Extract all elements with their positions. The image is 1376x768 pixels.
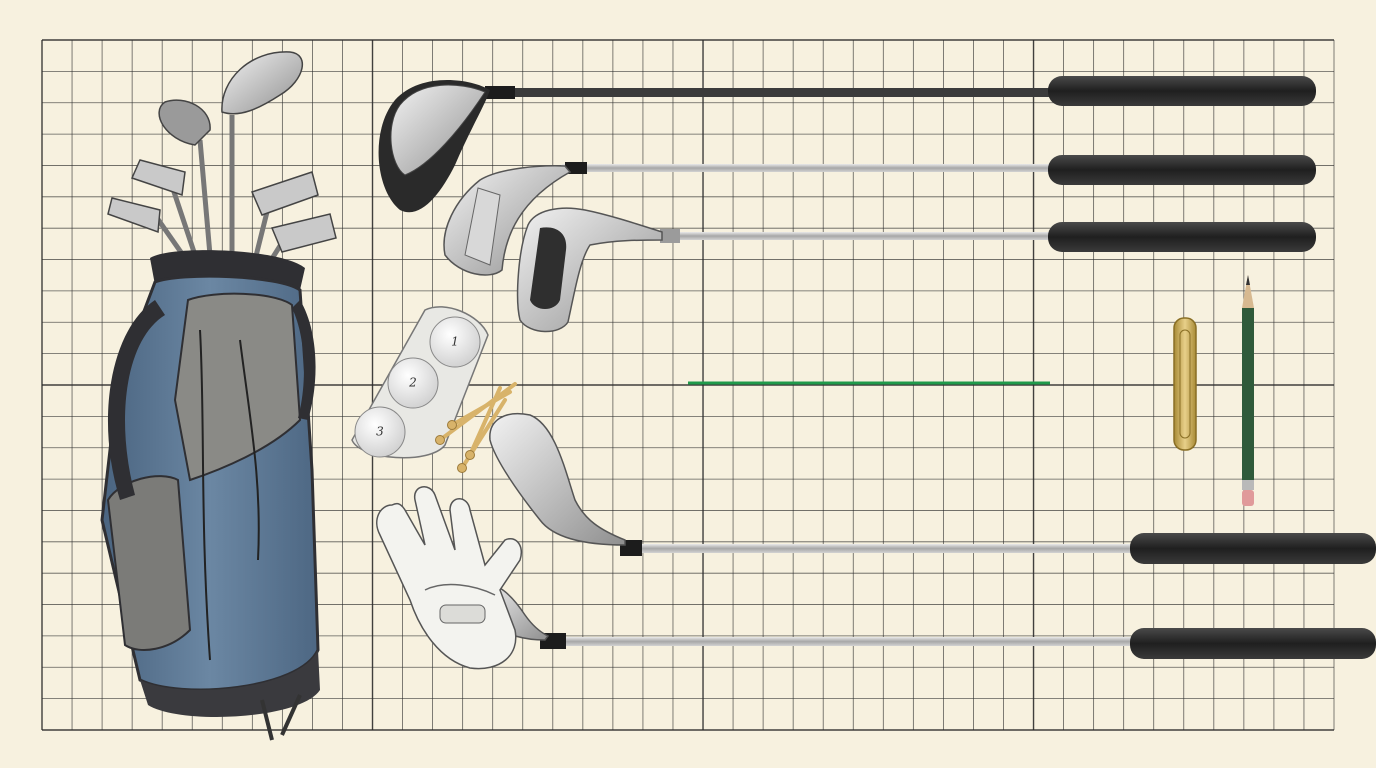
- club-ferrule: [485, 86, 515, 99]
- club-putter: [516, 207, 1316, 333]
- club-grip: [1048, 222, 1316, 252]
- club-head-wedge: [489, 413, 626, 546]
- club-shaft: [540, 637, 1140, 646]
- golf-tees: [435, 382, 517, 473]
- club-grip: [1048, 155, 1316, 185]
- golf-tee: [468, 386, 502, 457]
- club-shaft: [560, 164, 1060, 172]
- club-grip: [1130, 628, 1376, 659]
- bag-strap: [107, 300, 165, 500]
- club-ferrule: [660, 229, 680, 243]
- bag-handle: [292, 300, 316, 420]
- golf-ball: 3: [354, 406, 406, 458]
- club-grip: [1048, 76, 1316, 106]
- club-shaft: [480, 88, 1060, 97]
- bag-clubs: [107, 51, 337, 267]
- bag-stand-leg: [280, 694, 302, 736]
- pencil: [1242, 275, 1254, 506]
- pencil-tip: [1242, 275, 1254, 308]
- ball-number: 2: [408, 376, 417, 390]
- bag-zipper: [199, 329, 211, 661]
- bag-stand-leg: [260, 699, 274, 741]
- golf-tee: [450, 390, 512, 427]
- pencil-ferrule: [1242, 480, 1254, 490]
- bag-iron-head: [270, 213, 337, 253]
- golf-glove: [376, 486, 522, 670]
- bag-wood-head: [158, 99, 211, 146]
- club-wedge: [489, 413, 1376, 564]
- bag-side-pocket: [106, 475, 192, 651]
- golf-tee-cup: [465, 450, 475, 460]
- club-hybrid: [479, 584, 1376, 659]
- club-ferrule: [565, 162, 587, 174]
- club-grip: [1130, 533, 1376, 564]
- golf-ball-sleeve: 1 2 3: [351, 306, 489, 459]
- bag-driver-head: [221, 51, 304, 115]
- golf-tee-cup: [457, 463, 467, 473]
- bag-grey-panel: [173, 292, 302, 482]
- bag-zipper: [239, 339, 260, 561]
- pencil-eraser: [1242, 490, 1254, 506]
- bag-iron-head: [130, 159, 186, 197]
- club-shaft: [620, 544, 1140, 553]
- bag-iron-head: [250, 171, 319, 216]
- bag-base: [140, 650, 320, 717]
- club-iron: [443, 155, 1316, 276]
- ball-number: 3: [376, 425, 384, 439]
- golf-tee-cup: [447, 420, 457, 430]
- golf-ball: 1: [429, 316, 481, 368]
- golf-ball: 2: [387, 357, 439, 409]
- golf-bag: [100, 51, 337, 741]
- bag-iron-head: [107, 197, 161, 234]
- money-clip: [1173, 317, 1197, 451]
- ball-number: 1: [451, 335, 459, 349]
- golf-tee-cup: [435, 435, 445, 445]
- club-driver: [378, 76, 1316, 213]
- club-shaft: [660, 232, 1060, 240]
